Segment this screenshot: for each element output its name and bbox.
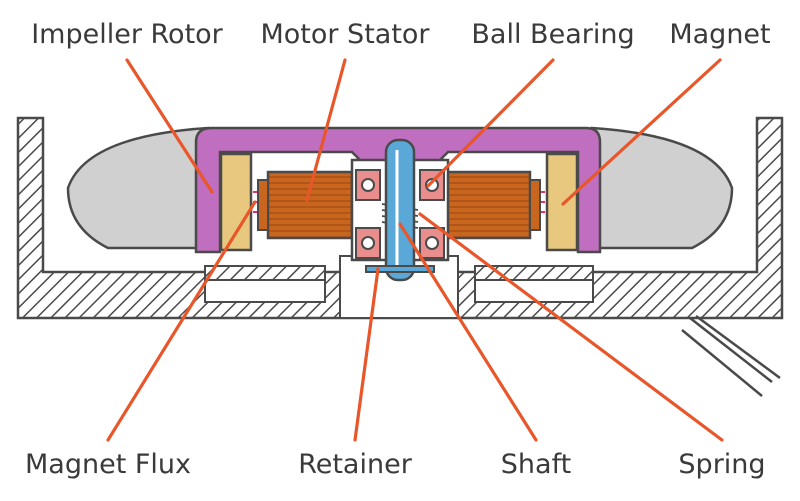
label-shaft: Shaft bbox=[501, 449, 571, 480]
leader-lines bbox=[106, 58, 724, 442]
label-magnet-flux: Magnet Flux bbox=[25, 449, 191, 480]
cable bbox=[681, 314, 781, 397]
magnet bbox=[219, 152, 579, 252]
label-motor-stator: Motor Stator bbox=[260, 19, 430, 50]
retainer bbox=[365, 265, 435, 273]
label-retainer: Retainer bbox=[298, 449, 413, 480]
motor-stator bbox=[257, 170, 541, 240]
ball-bearing bbox=[355, 169, 445, 259]
label-ball-bearing: Ball Bearing bbox=[471, 19, 634, 50]
label-spring: Spring bbox=[678, 449, 765, 480]
label-impeller-rotor: Impeller Rotor bbox=[31, 19, 223, 50]
label-magnet: Magnet bbox=[669, 19, 770, 50]
shaft bbox=[384, 138, 416, 282]
impeller-blades bbox=[66, 126, 734, 250]
